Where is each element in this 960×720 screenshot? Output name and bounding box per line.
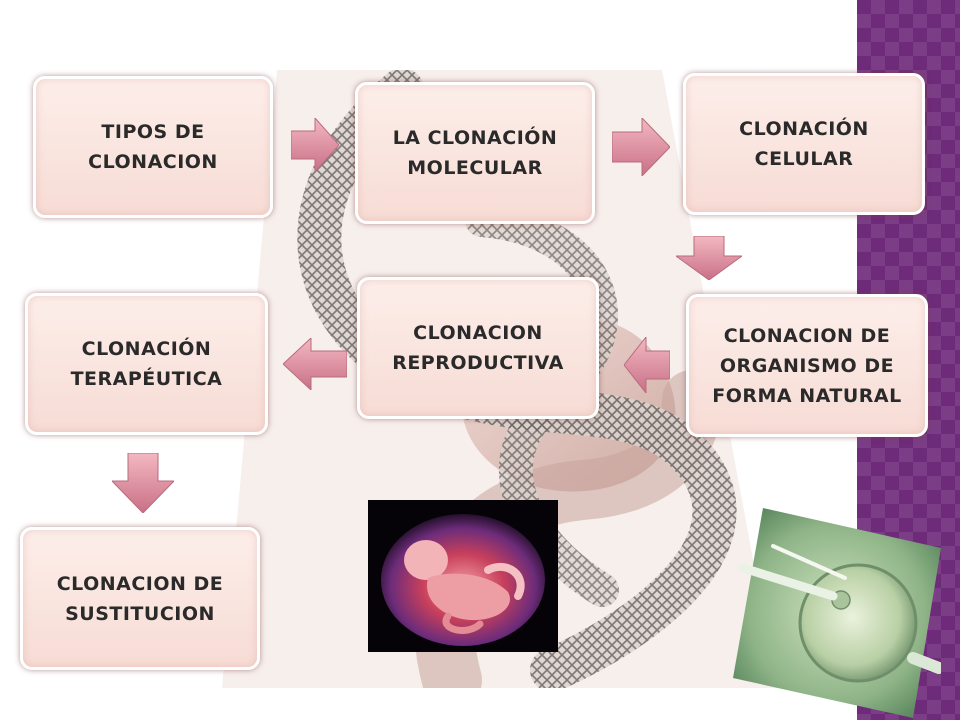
node-label: CLONACIÓN CELULAR <box>739 118 869 170</box>
node-label: CLONACIÓN TERAPÉUTICA <box>70 338 223 390</box>
node-label: LA CLONACIÓN MOLECULAR <box>392 127 558 179</box>
egg-cell-microinjection-photo <box>733 508 941 718</box>
arrow-right-icon <box>612 118 670 176</box>
arrow-down-icon <box>112 453 174 513</box>
node-clonacion-organismo: CLONACION DE ORGANISMO DE FORMA NATURAL <box>686 294 928 437</box>
node-label: CLONACION REPRODUCTIVA <box>392 322 564 374</box>
node-clonacion-celular: CLONACIÓN CELULAR <box>683 73 925 215</box>
node-clonacion-molecular: LA CLONACIÓN MOLECULAR <box>355 82 595 224</box>
arrow-left-icon <box>624 337 670 393</box>
node-clonacion-terapeutica: CLONACIÓN TERAPÉUTICA <box>25 293 268 435</box>
arrow-left-icon <box>283 338 347 390</box>
arrow-down-icon <box>676 236 742 280</box>
fetus-in-womb-photo <box>368 500 558 652</box>
node-clonacion-sustitucion: CLONACION DE SUSTITUCION <box>20 527 260 670</box>
arrow-right-icon <box>291 118 339 172</box>
node-label: CLONACION DE ORGANISMO DE FORMA NATURAL <box>712 324 902 407</box>
node-clonacion-reproductiva: CLONACION REPRODUCTIVA <box>357 277 599 419</box>
node-label: TIPOS DE CLONACION <box>88 121 218 173</box>
node-tipos-de-clonacion: TIPOS DE CLONACION <box>33 76 273 218</box>
node-label: CLONACION DE SUSTITUCION <box>56 572 224 625</box>
